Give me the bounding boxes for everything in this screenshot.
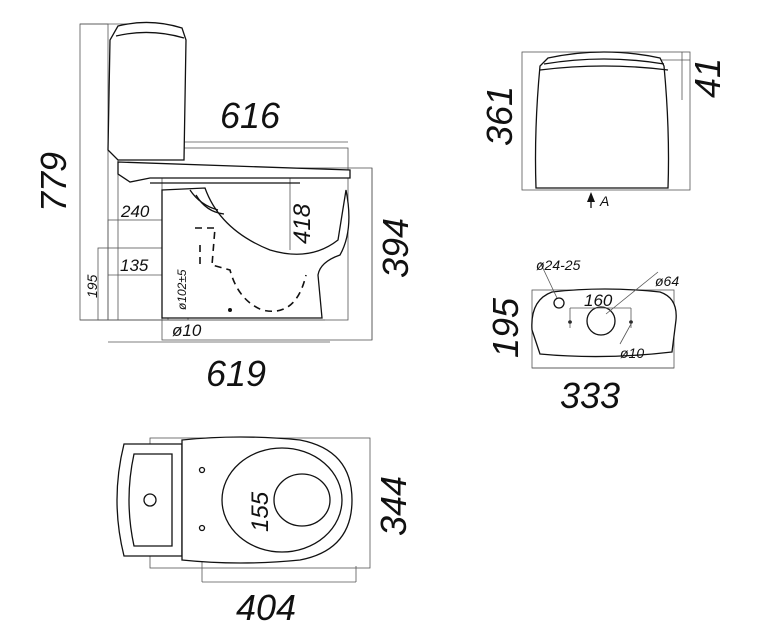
tank-top-view: 195 333 ø24-25 ø64 160 ø10: [485, 257, 679, 416]
side-view: 779 616 418 394 240 135 195 ø102±5 ø10 6…: [33, 21, 416, 394]
bowl-top-outline: [181, 436, 353, 564]
dim-404-label: 404: [236, 587, 296, 628]
seat-ring: [221, 447, 343, 553]
view-arrow-icon: [587, 192, 595, 202]
top-view: 344 404 155: [116, 436, 414, 628]
inlet-hole-icon: [553, 297, 565, 309]
dim-394-label: 394: [375, 218, 416, 278]
dim-344-label: 344: [373, 476, 414, 536]
seat-hole-top-icon: [198, 466, 206, 474]
tank-side: [107, 21, 187, 161]
bowl-opening: [273, 473, 331, 527]
dim-195-side-label: 195: [84, 274, 100, 298]
button-diameter-label: ø64: [655, 273, 679, 289]
dim-41-label: 41: [687, 58, 728, 98]
seat-side: [117, 161, 351, 183]
inlet-diameter-label: ø24-25: [536, 257, 581, 273]
dim-240-label: 240: [120, 202, 150, 221]
seat-hole-bottom-icon: [198, 524, 206, 532]
outlet-diameter-label: ø102±5: [175, 269, 189, 310]
hole-diameter-side-label: ø10: [172, 321, 202, 340]
tank-front: [534, 51, 670, 189]
trapway: [195, 227, 307, 312]
bowl-side: [161, 187, 350, 319]
dim-361-label: 361: [479, 86, 520, 146]
hole-spacing-tank-label: 160: [584, 291, 613, 310]
button-hole-icon: [586, 306, 616, 336]
dim-779-label: 779: [33, 152, 74, 212]
dim-616-label: 616: [220, 95, 281, 136]
dim-135-label: 135: [120, 256, 149, 275]
dim-418-label: 418: [289, 203, 316, 244]
dim-619-label: 619: [206, 353, 266, 394]
hole-diameter-tank-label: ø10: [620, 345, 644, 361]
tank-front-view: 361 41 A: [479, 51, 728, 209]
dim-195-tank-label: 195: [485, 297, 526, 358]
dim-333-label: 333: [560, 375, 620, 416]
tank-top-button-icon: [143, 493, 157, 507]
view-marker-label: A: [599, 193, 609, 209]
dim-155-label: 155: [247, 491, 274, 532]
